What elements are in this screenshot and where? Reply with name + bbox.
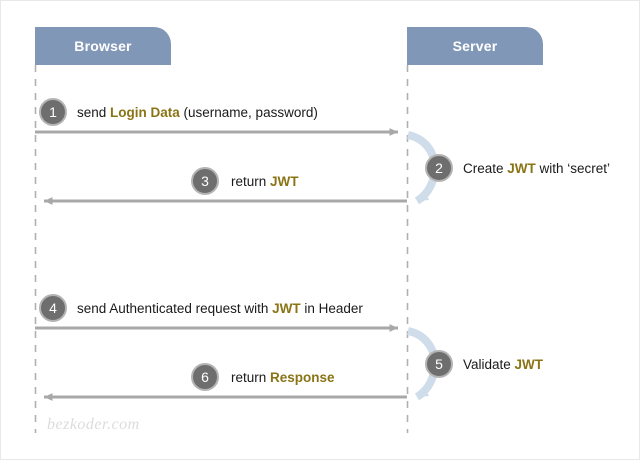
- step-badge-1[interactable]: 1: [39, 98, 67, 126]
- step-badge-3[interactable]: 3: [191, 167, 219, 195]
- participant-browser[interactable]: Browser: [35, 27, 171, 65]
- step-badge-4[interactable]: 4: [39, 294, 67, 322]
- message-label-4: send Authenticated request with JWT in H…: [77, 301, 363, 316]
- message-label-2: Create JWT with ‘secret’: [463, 161, 611, 176]
- step-badge-6[interactable]: 6: [191, 363, 219, 391]
- watermark: bezkoder.com: [47, 416, 140, 433]
- step-badge-5[interactable]: 5: [425, 350, 453, 378]
- message-label-1: send Login Data (username, password): [77, 105, 318, 120]
- participant-browser-label: Browser: [74, 38, 132, 54]
- participant-server-label: Server: [452, 38, 498, 54]
- message-label-3: return JWT: [231, 174, 299, 189]
- message-label-6: return Response: [231, 370, 335, 385]
- message-label-5: Validate JWT: [463, 357, 544, 372]
- step-badge-2[interactable]: 2: [425, 154, 453, 182]
- participant-server[interactable]: Server: [407, 27, 543, 65]
